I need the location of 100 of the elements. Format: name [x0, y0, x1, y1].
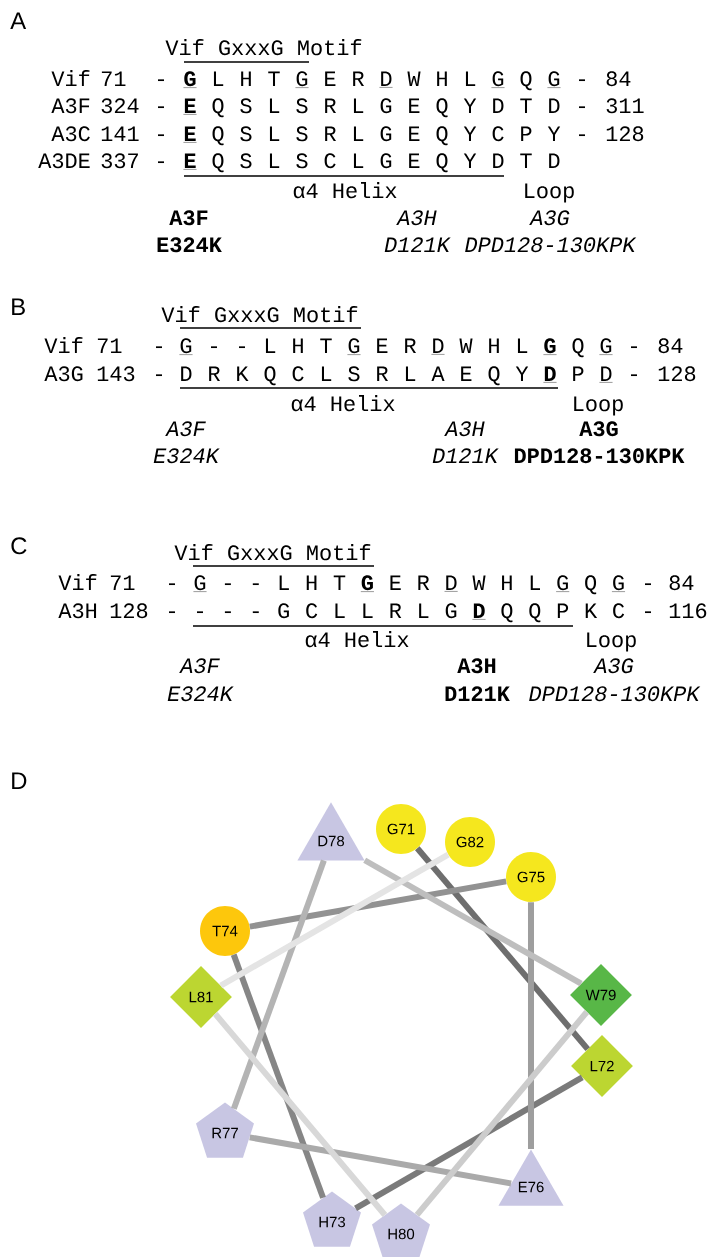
residue-number: 128 [110, 603, 148, 619]
dash: - [645, 583, 651, 586]
mutation-label: A3G [593, 658, 634, 674]
residue: L [419, 603, 429, 618]
residue-pentagon: H80 [372, 1203, 430, 1257]
panel-label: A [10, 12, 27, 29]
residue: Y [515, 366, 529, 381]
residue-number: 311 [606, 98, 644, 114]
residue: C [492, 126, 504, 142]
residue: G [611, 575, 626, 592]
residue: C [306, 603, 318, 619]
residue: Q [572, 338, 584, 358]
residue: T [320, 338, 332, 353]
residue-triangle: D78 [297, 802, 365, 861]
residue-number: 128 [658, 366, 696, 382]
connector-line [414, 1010, 590, 1217]
residue: G [183, 71, 197, 88]
residue: E [183, 98, 197, 115]
residue: Q [501, 603, 513, 623]
residue: - [224, 583, 231, 586]
residue: Q [212, 153, 224, 173]
residue: H [437, 71, 447, 86]
residue: G [491, 71, 505, 88]
residue: D [181, 366, 192, 381]
residue: Q [436, 126, 448, 146]
residue: L [269, 126, 280, 141]
residue: H [502, 575, 512, 590]
residue: L [353, 153, 364, 168]
residue: R [353, 71, 364, 86]
residue: S [296, 126, 308, 142]
sequence-name: A3F [51, 98, 90, 114]
sequence-name: A3C [51, 126, 90, 142]
residue: E [390, 575, 401, 590]
residue: H [306, 575, 317, 590]
residue: S [348, 366, 360, 382]
dash: - [158, 134, 164, 137]
mutation-label: E324K [167, 686, 234, 702]
residue-number: 71 [110, 575, 135, 590]
residue: G [445, 603, 457, 619]
residue: G [347, 338, 361, 355]
residue-number: 143 [97, 366, 135, 382]
mutation-label: E324K [157, 237, 222, 253]
residue: L [335, 603, 345, 618]
residue: E [409, 126, 420, 141]
residue: L [363, 603, 373, 618]
residue: R [209, 366, 220, 381]
residue: G [295, 71, 309, 88]
region-label: α4 Helix [305, 631, 409, 648]
residue: D [549, 98, 560, 113]
residue: P [573, 366, 584, 381]
residue: Q [520, 71, 532, 91]
residue: E [377, 338, 388, 353]
residue-number: 84 [606, 71, 631, 87]
residue-number: 337 [101, 153, 138, 169]
dash: - [645, 611, 651, 614]
dash: - [158, 79, 164, 82]
residue: R [325, 126, 336, 141]
residue: R [325, 98, 336, 113]
residue: Y [463, 126, 477, 141]
residue-number: 71 [97, 338, 122, 353]
residue: E [325, 71, 336, 86]
mutation-label: A3H [396, 210, 437, 226]
residue: W [407, 71, 421, 86]
residue: T [333, 575, 346, 590]
residue: Q [212, 98, 224, 118]
residue: L [353, 98, 364, 113]
mutation-label: DPD128-130KPK [465, 237, 637, 253]
sequence-name: Vif [44, 337, 83, 353]
residue: Q [212, 126, 224, 146]
residue: L [265, 338, 276, 353]
residue: - [224, 611, 231, 614]
mutation-label: DPD128-130KPK [514, 448, 685, 464]
residue: G [547, 71, 561, 88]
residue: - [252, 583, 259, 586]
mutation-label: E324K [153, 448, 220, 464]
residue: W [472, 575, 486, 590]
residue: K [585, 603, 598, 618]
sequence-name: Vif [58, 574, 97, 590]
connector-line [354, 1074, 584, 1211]
residue: S [296, 153, 308, 169]
region-label: α4 Helix [293, 182, 397, 199]
region-label: α4 Helix [291, 395, 395, 412]
dash: - [158, 161, 164, 164]
connector-line [249, 1134, 512, 1187]
residue: - [252, 611, 259, 614]
residue: - [197, 611, 203, 614]
connector-line [415, 846, 590, 1052]
mutation-label: DPD128-130KPK [529, 686, 701, 702]
connector-line [231, 859, 327, 1110]
residue: Q [436, 153, 448, 173]
residue: G [543, 338, 557, 355]
mutation-label: A3F [165, 421, 206, 437]
dash: - [156, 346, 162, 349]
residue-pentagon: R77 [196, 1102, 254, 1158]
residue-triangle: E76 [498, 1149, 564, 1206]
mutation-label: D121K [384, 237, 451, 252]
residue: L [321, 366, 332, 381]
residue: L [517, 338, 528, 353]
mutation-label: D121K [432, 448, 499, 463]
dash: - [579, 79, 585, 82]
